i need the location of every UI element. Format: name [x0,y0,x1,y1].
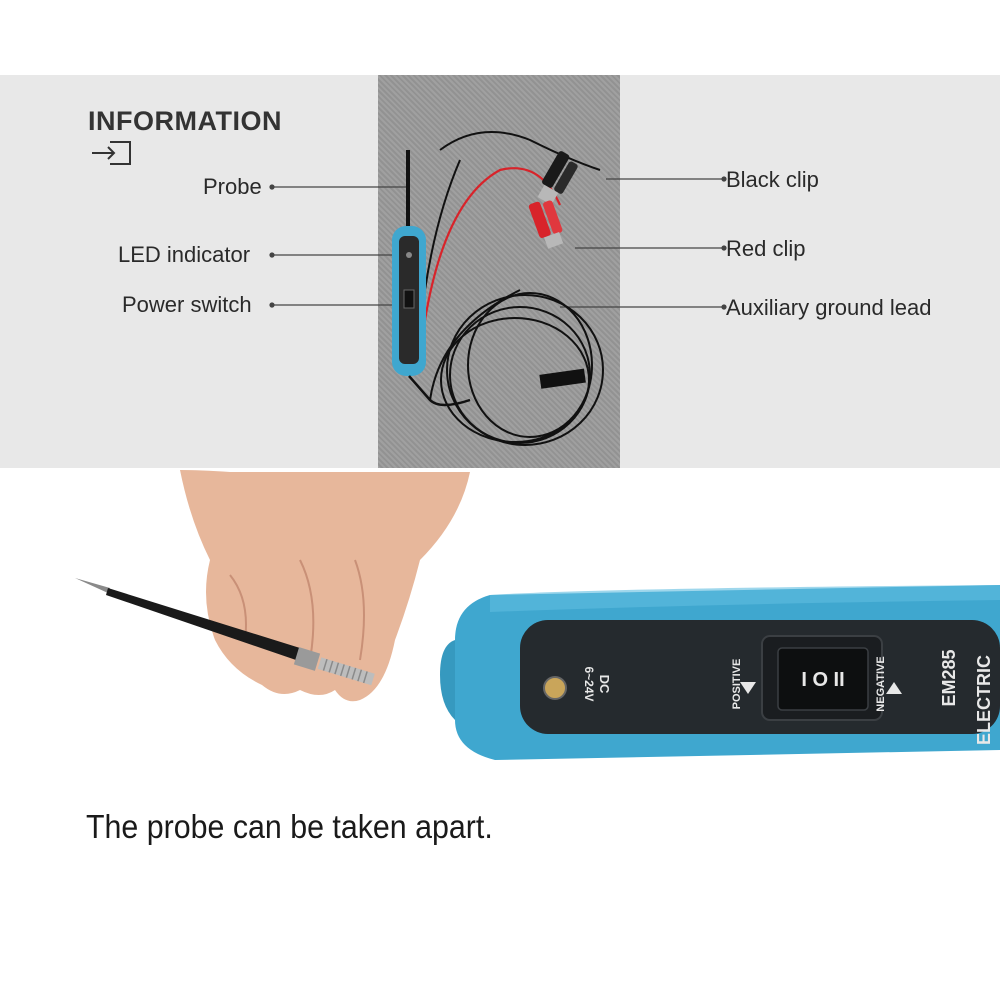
leader-lines [269,176,727,310]
power-switch [777,647,869,711]
negative-label: NEGATIVE [875,656,887,711]
caption: The probe can be taken apart. [86,808,493,845]
product-photo [392,131,604,446]
label-led-indicator: LED indicator [118,242,251,267]
black-clip [537,151,578,206]
voltage-label: 6~24V [582,666,596,701]
positive-label: POSITIVE [731,659,743,710]
label-red-clip: Red clip [726,236,806,261]
label-black-clip: Black clip [726,167,819,192]
login-arrow-icon [92,141,131,165]
dc-label: DC [597,675,612,694]
label-power-switch: Power switch [122,292,252,317]
switch-marks: I O II [801,669,844,691]
info-heading: INFORMATION [88,106,282,136]
tester-closeup [440,585,1000,760]
red-clip [528,200,564,249]
led-indicator [543,676,567,700]
label-aux-ground-lead: Auxiliary ground lead [726,295,932,320]
label-probe: Probe [203,174,262,199]
model-label: EM285 [939,649,959,706]
brand-label: ELECTRIC [974,655,994,745]
detached-probe [75,578,375,686]
